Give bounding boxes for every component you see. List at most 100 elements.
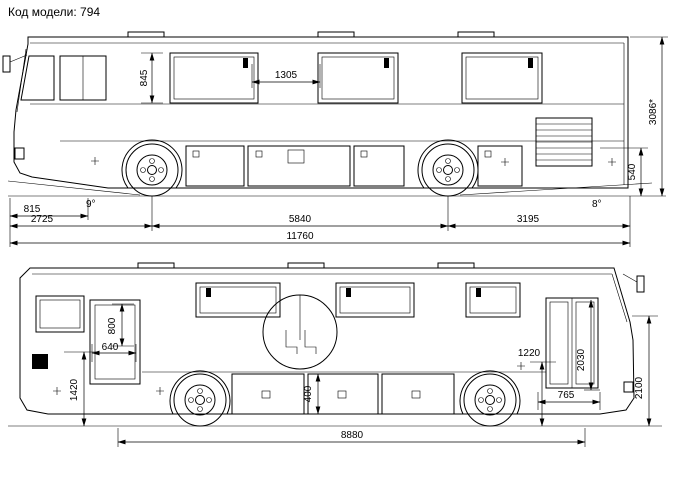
latch	[192, 150, 200, 158]
roof-hatch	[437, 262, 475, 269]
dim-window-pitch: 1305	[251, 64, 321, 88]
dim-overall-length: 11760	[9, 231, 631, 246]
luggage-door	[185, 145, 245, 187]
departure-angle-label: 8°	[592, 199, 602, 210]
dim-765-label: 765	[558, 390, 575, 401]
cross-mark	[517, 362, 525, 370]
dim-3086-label: 3086*	[648, 99, 659, 125]
dim-2100-label: 2100	[634, 376, 645, 399]
dim-front-door-height: 2030	[576, 299, 600, 391]
side-window	[465, 282, 521, 318]
luggage-door	[381, 373, 455, 415]
window-vent-mark	[206, 288, 211, 297]
dim-1305-label: 1305	[275, 70, 298, 81]
cross-mark	[156, 387, 164, 395]
dim-rear-door-width: 640	[91, 342, 137, 362]
bus-body-outline	[19, 267, 635, 415]
dim-815-label: 815	[24, 204, 41, 215]
dim-skirt-height: 540	[600, 147, 648, 197]
dim-8880-label: 8880	[341, 430, 364, 441]
dim-2725-label: 2725	[31, 214, 54, 225]
engine-grille	[535, 117, 593, 167]
driver-window	[59, 55, 107, 101]
headlight	[623, 381, 634, 393]
dim-overall-rear-height: 2100	[632, 315, 658, 427]
luggage-door	[231, 373, 305, 415]
mirror-arm	[9, 54, 28, 63]
model-code-label: Код модели: 794	[8, 5, 100, 19]
roof-hatch	[287, 262, 325, 269]
approach-angle-label: 9°	[86, 199, 96, 210]
dim-window-height: 845	[139, 52, 163, 104]
mirror-arm	[622, 273, 638, 283]
dim-845-label: 845	[139, 69, 150, 86]
dim-overall-height: 3086*	[630, 36, 668, 197]
latch	[484, 150, 492, 158]
windshield-inner-line	[16, 48, 27, 113]
side-window	[335, 282, 415, 318]
dim-11760-label: 11760	[286, 231, 314, 242]
side-window	[169, 52, 259, 104]
dim-400-label: 400	[303, 385, 314, 402]
handle	[337, 390, 347, 399]
side-window	[461, 52, 543, 104]
seat-symbol	[304, 330, 317, 354]
window-vent-mark	[476, 288, 481, 297]
dim-3195-label: 3195	[517, 214, 540, 225]
rear-wheel	[169, 370, 231, 427]
roof-hatch	[457, 31, 495, 38]
front-wheel	[121, 139, 183, 197]
handle	[411, 390, 421, 399]
window-vent-mark	[346, 288, 351, 297]
departure-angle-line	[459, 182, 653, 196]
cross-mark	[53, 387, 61, 395]
dim-640-label: 640	[102, 342, 119, 353]
dim-800-label: 800	[107, 317, 118, 334]
window-vent-mark	[528, 58, 533, 68]
interior-detail-circle	[262, 294, 338, 370]
roof-hatch	[317, 31, 355, 38]
bus-body-outline	[13, 36, 629, 189]
dim-5840-label: 5840	[289, 214, 312, 225]
dim-rear-door-opening-height: 800	[107, 303, 134, 347]
right-side-view: 800 640 1420 1220 2030 765	[8, 262, 662, 447]
luggage-door	[477, 145, 523, 187]
latch	[360, 150, 368, 158]
cross-mark	[501, 158, 509, 166]
window-vent-mark	[384, 58, 389, 68]
handle	[261, 390, 271, 399]
cross-mark	[608, 158, 616, 166]
dim-front-door-width: 765	[537, 390, 601, 410]
seat-symbol	[285, 330, 298, 354]
roof-hatch	[127, 31, 165, 38]
dim-front-section: 815	[9, 198, 89, 220]
front-door	[545, 297, 599, 389]
mirror	[2, 55, 11, 73]
rear-side-window	[35, 295, 85, 333]
side-window	[195, 282, 281, 318]
front-quarter-window	[20, 55, 55, 101]
luggage-door	[353, 145, 405, 187]
dim-540-label: 540	[627, 163, 638, 180]
dim-chain-overhangs-wheelbase: 2725 5840 3195	[9, 196, 631, 247]
side-window	[317, 52, 399, 104]
latch	[255, 150, 263, 158]
dim-floor-height: 1420	[64, 351, 96, 427]
dim-1220-label: 1220	[518, 348, 541, 359]
mirror	[636, 275, 645, 293]
filler-hatch	[287, 149, 305, 164]
left-side-view: 845 1305 3086* 540 9° 8° 815	[2, 31, 668, 247]
headlight	[14, 147, 25, 160]
rear-door	[89, 299, 141, 385]
windshield-inner-line	[611, 273, 628, 323]
dim-hatch-height: 400	[303, 373, 321, 415]
front-wheel	[459, 370, 521, 427]
roof-hatch	[137, 262, 175, 269]
luggage-door	[247, 145, 351, 187]
approach-angle-line	[7, 180, 141, 196]
dim-step-height: 1220	[518, 348, 556, 427]
service-hatch-filled	[32, 354, 48, 369]
dim-1420-label: 1420	[69, 378, 80, 401]
